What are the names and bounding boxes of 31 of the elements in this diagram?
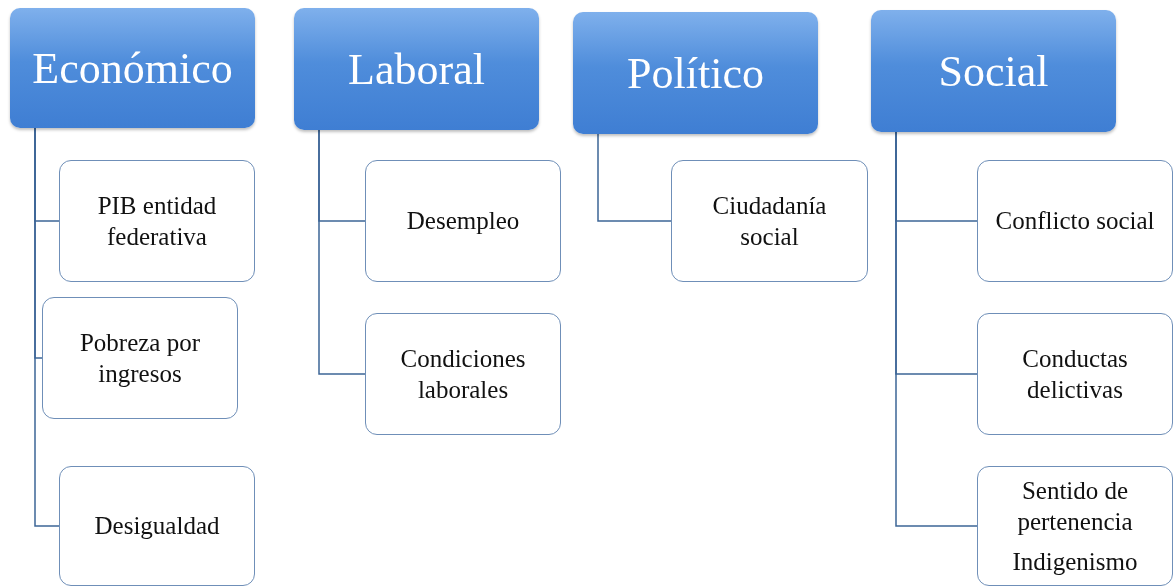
indicator-text: Condiciones laborales bbox=[399, 343, 527, 405]
indicator-text: Pobreza por ingresos bbox=[78, 327, 202, 389]
indicator-text: Desigualdad bbox=[94, 511, 220, 542]
indicator-box bbox=[59, 160, 255, 282]
category-header bbox=[573, 12, 818, 134]
indicator-box bbox=[365, 160, 561, 282]
indicator-box bbox=[59, 466, 255, 586]
connector-line bbox=[895, 131, 978, 527]
connector-line bbox=[318, 129, 366, 375]
indicator-text: PIB entidad federativa bbox=[96, 190, 218, 252]
indicator-text: Conductas delictivas bbox=[1021, 343, 1129, 405]
connector-line bbox=[34, 127, 60, 527]
indicator-box bbox=[365, 313, 561, 435]
connector-line bbox=[597, 133, 672, 222]
header-text: Político bbox=[627, 47, 764, 99]
category-header bbox=[871, 10, 1116, 132]
indicator-text: Ciudadanía social bbox=[711, 190, 828, 252]
indicator-box bbox=[42, 297, 238, 419]
header-text: Social bbox=[938, 45, 1049, 97]
indicator-box bbox=[977, 466, 1173, 586]
indicator-box bbox=[671, 160, 868, 282]
indicator-text: Sentido de pertenencia bbox=[1016, 476, 1134, 538]
indicator-box bbox=[977, 160, 1173, 282]
category-header bbox=[10, 8, 255, 128]
header-text: Económico bbox=[32, 42, 233, 94]
category-header bbox=[294, 8, 539, 130]
indicator-box bbox=[977, 313, 1173, 435]
header-text: Laboral bbox=[348, 43, 485, 95]
indicator-text: Conflicto social bbox=[995, 206, 1155, 237]
indicator-text: Indigenismo bbox=[1012, 546, 1138, 577]
indicator-text: Desempleo bbox=[406, 206, 520, 237]
